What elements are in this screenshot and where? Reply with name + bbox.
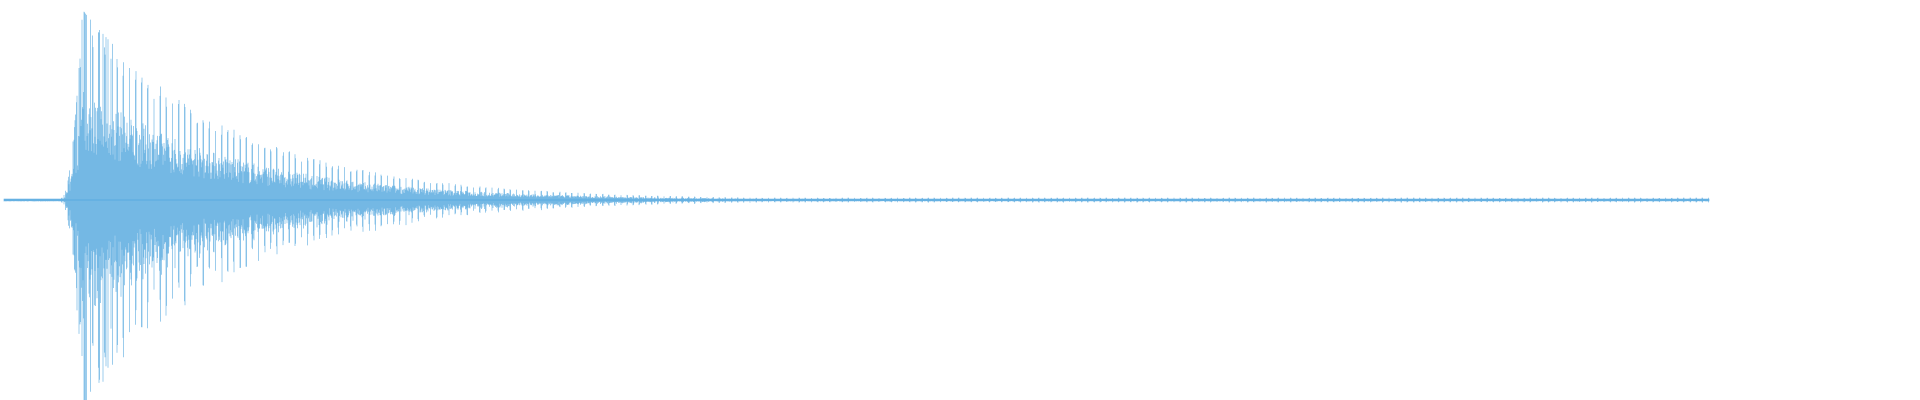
waveform-samples bbox=[3, 11, 1710, 400]
